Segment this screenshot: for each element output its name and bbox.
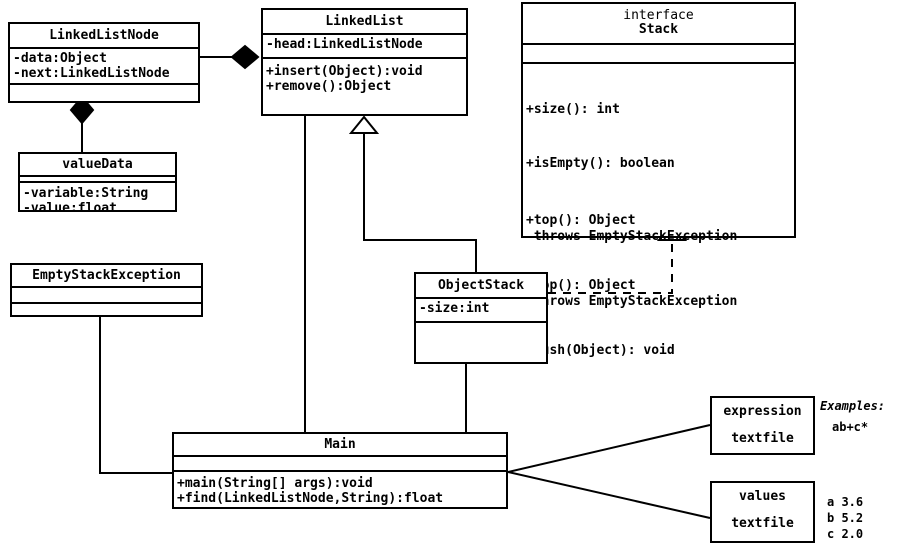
divider: [12, 302, 201, 304]
divider: [416, 321, 546, 323]
class-box-objectstack[interactable]: ObjectStack -size:int: [414, 272, 548, 364]
divider: [174, 470, 506, 472]
edge-emptystackexception-to-main: [99, 317, 172, 474]
divider: [10, 83, 198, 85]
divider: [263, 57, 466, 59]
examples-label: Examples:: [820, 399, 886, 413]
attribute-value: -value:float: [23, 201, 117, 216]
class-name-objectstack: ObjectStack: [437, 278, 525, 293]
method-top: +top(): Object throws EmptyStackExceptio…: [526, 213, 738, 244]
values-example-text: a 3.6 b 5.2 c 2.0: [827, 495, 864, 541]
class-methods-emptystackexception: [12, 304, 201, 318]
method-push: +push(Object): void: [526, 343, 675, 358]
class-name-linkedlist: LinkedList: [325, 14, 404, 29]
file-name-expression: expression: [723, 404, 802, 419]
method-size: +size(): int: [526, 102, 620, 117]
class-methods-stack: +size(): int +isEmpty(): boolean +top():…: [523, 64, 794, 358]
file-name-values: values: [739, 489, 786, 504]
generalization-triangle-linkedlist: [348, 115, 380, 134]
edge-main-to-expression: [507, 424, 711, 473]
class-attributes-stack: [523, 45, 794, 62]
class-box-linkedlist[interactable]: LinkedList -head:LinkedListNode +insert(…: [261, 8, 468, 116]
class-attributes-main: [174, 457, 506, 470]
attribute-data: -data:Object: [13, 51, 107, 66]
method-remove: +remove():Object: [266, 79, 392, 94]
class-box-linkedlistnode[interactable]: LinkedListNode -data:Object-next:LinkedL…: [8, 22, 200, 103]
edge-objectstack-to-stack: [548, 238, 673, 294]
expression-example-text: ab+c*: [832, 420, 869, 434]
method-main: +main(String[] args):void: [177, 476, 373, 491]
class-methods-main: +main(String[] args):void+find(LinkedLis…: [174, 472, 506, 510]
divider: [263, 33, 466, 35]
divider: [416, 297, 546, 299]
class-box-main[interactable]: Main +main(String[] args):void+find(Link…: [172, 432, 508, 509]
class-attributes-valuedata: -variable:String-value:float: [20, 183, 175, 216]
divider: [20, 175, 175, 177]
divider: [20, 181, 175, 183]
method-isempty: +isEmpty(): boolean: [526, 156, 675, 171]
class-box-valuedata[interactable]: valueData -variable:String-value:float: [18, 152, 177, 216]
class-attributes-linkedlist: -head:LinkedListNode: [263, 35, 466, 57]
composition-diamond-linkedlistnode: [69, 95, 95, 125]
file-box-expression[interactable]: expression textfile: [710, 396, 815, 455]
edge-main-to-values: [507, 471, 711, 519]
class-methods-linkedlist: +insert(Object):void+remove():Object: [263, 59, 466, 98]
divider: [523, 43, 794, 45]
edge-objectstack-to-linkedlist: [363, 130, 477, 272]
class-name-linkedlistnode: LinkedListNode: [49, 28, 159, 43]
class-name-emptystackexception: EmptyStackException: [32, 268, 181, 283]
divider: [523, 62, 794, 64]
method-insert: +insert(Object):void: [266, 64, 423, 79]
method-find: +find(LinkedListNode,String):float: [177, 491, 444, 506]
class-box-emptystackexception[interactable]: EmptyStackException: [10, 263, 203, 317]
file-type-values: textfile: [731, 516, 794, 531]
file-type-expression: textfile: [731, 431, 794, 446]
method-pop: +pop(): Object throws EmptyStackExceptio…: [526, 278, 738, 309]
class-methods-objectstack: [416, 323, 546, 363]
attribute-variable: -variable:String: [23, 186, 149, 201]
class-stereotype-stack: interface: [623, 8, 694, 23]
composition-diamond-linkedlist: [230, 44, 260, 70]
class-name-label-stack: Stack: [638, 22, 679, 37]
class-attributes-emptystackexception: [12, 288, 201, 302]
file-box-values[interactable]: values textfile: [710, 481, 815, 543]
divider: [174, 455, 506, 457]
divider: [12, 286, 201, 288]
divider: [10, 47, 198, 49]
class-methods-linkedlistnode: [10, 85, 198, 101]
attribute-next: -next:LinkedListNode: [13, 66, 170, 81]
class-name-main: Main: [324, 437, 356, 452]
attribute-head: -head:LinkedListNode: [266, 37, 423, 52]
class-name-valuedata: valueData: [62, 157, 133, 172]
class-attributes-objectstack: -size:int: [416, 299, 546, 321]
attribute-size: -size:int: [419, 301, 490, 316]
class-attributes-linkedlistnode: -data:Object-next:LinkedListNode: [10, 49, 198, 83]
